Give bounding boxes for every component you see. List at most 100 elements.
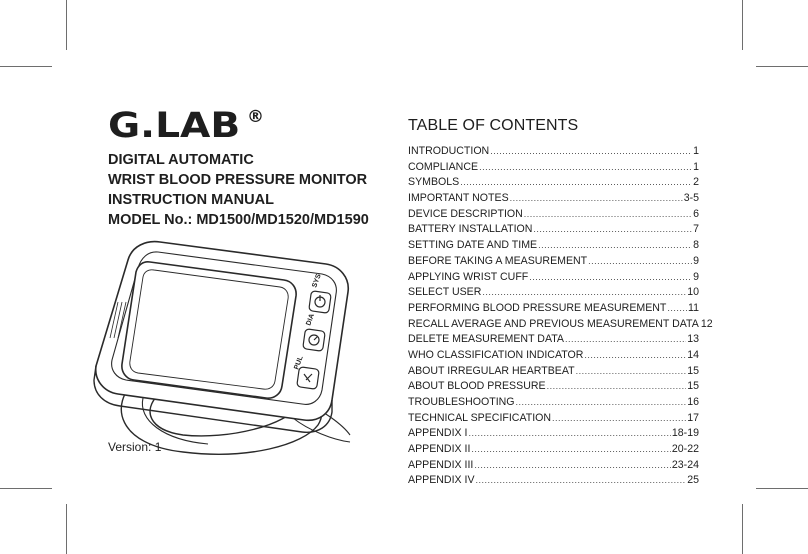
toc-item-page: 6: [693, 207, 699, 220]
toc-item-label: ABOUT BLOOD PRESSURE: [408, 380, 546, 393]
toc-item[interactable]: INTRODUCTION 1: [408, 145, 699, 161]
toc-item-label: WHO CLASSIFICATION INDICATOR: [408, 348, 584, 361]
toc-item[interactable]: COMPLIANCE 1: [408, 161, 699, 177]
toc-item-page: 20-22: [671, 443, 699, 456]
version-label: Version: 1: [108, 440, 162, 454]
toc-item-page: 13: [687, 333, 699, 346]
toc-leader-dots: [490, 146, 692, 156]
toc-item-label: DELETE MEASUREMENT DATA: [408, 333, 564, 346]
crop-mark-left-top: [0, 66, 52, 67]
toc-item-page: 8: [693, 239, 699, 252]
toc-leader-dots: [474, 460, 671, 470]
toc-item-label: BEFORE TAKING A MEASUREMENT: [408, 254, 588, 267]
toc-leader-dots: [552, 413, 686, 423]
crop-mark-bottom-right: [742, 504, 743, 554]
toc-item-page: 9: [693, 254, 699, 267]
toc-item-page: 15: [687, 380, 699, 393]
toc-item-label: APPENDIX I: [408, 427, 468, 440]
toc-item-label: APPENDIX II: [408, 443, 471, 456]
toc-item[interactable]: APPENDIX II 20-22: [408, 443, 699, 459]
toc-leader-dots: [468, 428, 670, 438]
toc-item[interactable]: WHO CLASSIFICATION INDICATOR 14: [408, 349, 699, 365]
toc-item[interactable]: ABOUT BLOOD PRESSURE 15: [408, 380, 699, 396]
toc-item-page: 23-24: [671, 458, 699, 471]
toc-leader-dots: [538, 240, 692, 250]
toc-leader-dots: [584, 350, 686, 360]
toc-item-label: SYMBOLS: [408, 176, 460, 189]
crop-mark-right-bottom: [756, 488, 808, 489]
toc-item[interactable]: TROUBLESHOOTING 16: [408, 396, 699, 412]
toc-item[interactable]: SYMBOLS 2: [408, 176, 699, 192]
crop-mark-top-left: [66, 0, 67, 50]
label-dia: DIA: [305, 313, 316, 327]
lcd-screen: [121, 261, 297, 399]
toc-item-label: INTRODUCTION: [408, 145, 490, 157]
toc-item-label: IMPORTANT NOTES: [408, 192, 509, 205]
toc-item[interactable]: APPENDIX I 18-19: [408, 427, 699, 443]
toc-leader-dots: [460, 177, 692, 187]
toc-item-label: COMPLIANCE: [408, 160, 479, 173]
toc-item-label: APPENDIX III: [408, 458, 474, 471]
toc-item-page: 1: [693, 145, 699, 157]
toc-leader-dots: [667, 303, 687, 313]
toc-leader-dots: [510, 193, 683, 203]
title-line: INSTRUCTION MANUAL: [108, 192, 274, 208]
toc-item-page: 18-19: [671, 427, 699, 440]
toc-item[interactable]: SELECT USER10: [408, 286, 699, 302]
toc-item-label: APPENDIX IV: [408, 474, 475, 487]
toc-item-label: TROUBLESHOOTING: [408, 396, 515, 408]
crop-mark-left-bottom: [0, 488, 52, 489]
toc-item-label: ABOUT IRREGULAR HEARTBEAT: [408, 364, 575, 377]
toc-item[interactable]: IMPORTANT NOTES 3-5: [408, 192, 699, 208]
toc-item[interactable]: APPENDIX III 23-24: [408, 459, 699, 475]
toc-item[interactable]: PERFORMING BLOOD PRESSURE MEASUREMENT11: [408, 302, 699, 318]
toc-item-page: 14: [687, 348, 699, 361]
toc-leader-dots: [524, 209, 692, 219]
label-sys: SYS: [311, 273, 322, 289]
toc-item[interactable]: RECALL AVERAGE AND PREVIOUS MEASUREMENT …: [408, 317, 713, 334]
toc-leader-dots: [516, 397, 687, 407]
toc-item-page: 15: [687, 364, 699, 377]
title-line: DIGITAL AUTOMATIC: [108, 152, 254, 168]
toc-item-page: 7: [693, 223, 699, 236]
toc-leader-dots: [471, 444, 670, 454]
blood-pressure-monitor-illustration: SYS DIA PUL: [93, 240, 351, 455]
brand-name: G.LAB: [108, 106, 241, 146]
toc-item[interactable]: DEVICE DESCRIPTION 6: [408, 208, 699, 224]
toc-leader-dots: [576, 366, 687, 376]
toc-leader-dots: [533, 224, 692, 234]
toc-item-label: SETTING DATE AND TIME: [408, 239, 538, 252]
toc-item[interactable]: APPLYING WRIST CUFF9: [408, 271, 699, 287]
toc-item[interactable]: TECHNICAL SPECIFICATION 17: [408, 412, 699, 428]
crop-mark-right-top: [756, 66, 808, 67]
toc-item-page: 25: [687, 474, 699, 487]
toc-item[interactable]: BATTERY INSTALLATION 7: [408, 223, 699, 239]
toc-item-label: DEVICE DESCRIPTION: [408, 207, 523, 220]
toc-leader-dots: [479, 162, 692, 172]
toc-leader-dots: [547, 381, 687, 391]
toc-item[interactable]: SETTING DATE AND TIME 8: [408, 239, 699, 255]
toc-item-page: 16: [687, 396, 699, 408]
toc-item-label: RECALL AVERAGE AND PREVIOUS MEASUREMENT …: [408, 317, 699, 330]
toc-item-page: 3-5: [683, 192, 699, 205]
toc-item-page: 12: [700, 317, 713, 330]
toc-leader-dots: [482, 287, 686, 297]
toc-item-label: BATTERY INSTALLATION: [408, 223, 533, 236]
toc-leader-dots: [476, 475, 687, 485]
toc-item-label: TECHNICAL SPECIFICATION: [408, 411, 552, 424]
toc-leader-dots: [588, 256, 692, 266]
toc-item-page: 11: [688, 301, 699, 314]
toc-item-page: 2: [693, 176, 699, 189]
manual-title: DIGITAL AUTOMATIC WRIST BLOOD PRESSURE M…: [108, 150, 369, 230]
crop-mark-bottom-left: [66, 504, 67, 554]
toc-item[interactable]: DELETE MEASUREMENT DATA 13: [408, 333, 699, 349]
toc-item[interactable]: APPENDIX IV 25: [408, 474, 699, 490]
toc-item[interactable]: ABOUT IRREGULAR HEARTBEAT 15: [408, 365, 699, 381]
toc-item-page: 17: [687, 411, 699, 424]
toc-item-page: 1: [693, 160, 699, 173]
toc-item[interactable]: BEFORE TAKING A MEASUREMENT 9: [408, 255, 699, 271]
toc-leader-dots: [565, 334, 686, 344]
toc-heading: TABLE OF CONTENTS: [408, 117, 579, 134]
toc-leader-dots: [529, 272, 692, 282]
brand-logo: G.LAB: [108, 106, 278, 146]
